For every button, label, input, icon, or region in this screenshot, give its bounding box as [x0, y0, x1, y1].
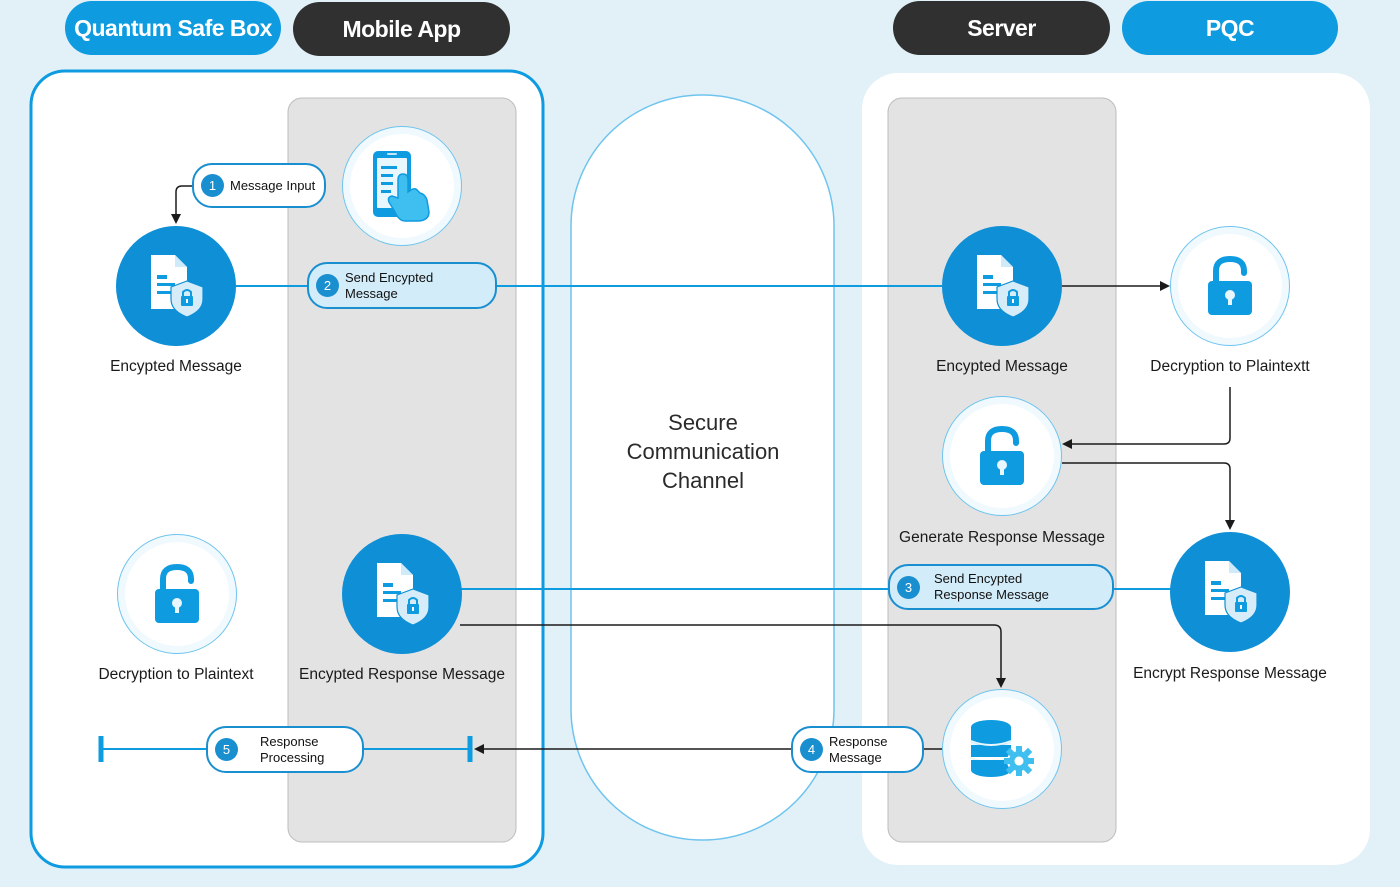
document-lock-icon: [1205, 561, 1258, 624]
client-encrypted-node: [116, 226, 236, 346]
pqc-encrypt-response-node: [1170, 532, 1290, 652]
arrow-to-database: [460, 624, 1006, 688]
step-1-label: Message Input: [230, 177, 316, 193]
step-5-chip: 5 Response Processing: [206, 726, 364, 773]
step-3-label: Send Encypted Response Message: [934, 571, 1049, 603]
step-2-number: 2: [316, 274, 339, 297]
database-gear-icon: [970, 720, 1034, 777]
pqc-decryption-caption: Decryption to Plaintextt: [1150, 358, 1310, 375]
step-5-label-line1: Response: [260, 733, 319, 749]
step-3-label-line2: Response Message: [934, 587, 1049, 602]
step-5-number: 5: [215, 738, 238, 761]
header-pqc: PQC: [1122, 1, 1338, 55]
header-mobile-app: Mobile App: [293, 2, 510, 56]
step-2-chip: 2 Send Encypted Message: [307, 262, 497, 309]
phone-touch-icon: [373, 151, 430, 222]
unlock-icon: [980, 425, 1024, 485]
arrow-to-encrypt-response: [1062, 462, 1235, 530]
channel-label-line1: Secure: [668, 410, 738, 435]
app-encrypted-response-caption: Encypted Response Message: [299, 666, 505, 683]
secure-channel: [570, 94, 835, 841]
unlock-icon: [155, 563, 199, 623]
header-server: Server: [893, 1, 1110, 55]
client-encrypted-caption: Encypted Message: [110, 358, 242, 375]
step-4-number: 4: [800, 738, 823, 761]
arrow-message-input: [171, 185, 192, 224]
pqc-encrypt-response-caption: Encrypt Response Message: [1133, 665, 1327, 682]
channel-label-line3: Channel: [662, 468, 744, 493]
client-decryption-caption: Decryption to Plaintext: [98, 666, 254, 683]
step-5-label: Response Processing: [260, 734, 324, 766]
step-4-label: Response Message: [829, 734, 888, 766]
step-5-label-line2: Processing: [260, 749, 325, 765]
arrow-to-generate: [1062, 387, 1231, 449]
client-decryption-node: [117, 534, 237, 654]
document-lock-icon: [377, 563, 430, 626]
generate-response-node: [942, 396, 1062, 516]
server-encrypted-node: [942, 226, 1062, 346]
server-encrypted-caption: Encypted Message: [936, 358, 1068, 375]
step-1-chip: 1 Message Input: [192, 163, 326, 208]
step-4-label-line1: Response: [829, 733, 888, 749]
document-lock-icon: [977, 255, 1030, 318]
step-3-label-line1: Send Encypted: [934, 571, 1023, 586]
generate-response-caption: Generate Response Message: [899, 529, 1105, 546]
step-2-label: Send Encypted Message: [345, 269, 434, 301]
step-4-chip: 4 Response Message: [791, 726, 924, 773]
app-encrypted-response-node: [342, 534, 462, 654]
header-quantum-safe-box: Quantum Safe Box: [65, 1, 281, 55]
database-node: [942, 689, 1062, 809]
message-input-node: [342, 126, 462, 246]
step-4-label-line2: Message: [829, 749, 882, 765]
unlock-icon: [1208, 255, 1252, 315]
step-3-chip: 3 Send Encypted Response Message: [888, 564, 1114, 610]
step-1-number: 1: [201, 174, 224, 197]
step-3-number: 3: [897, 575, 920, 599]
channel-label: Secure Communication Channel: [593, 408, 813, 495]
document-lock-icon: [151, 255, 204, 318]
pqc-decryption-node: [1170, 226, 1290, 346]
channel-label-line2: Communication: [626, 439, 780, 464]
